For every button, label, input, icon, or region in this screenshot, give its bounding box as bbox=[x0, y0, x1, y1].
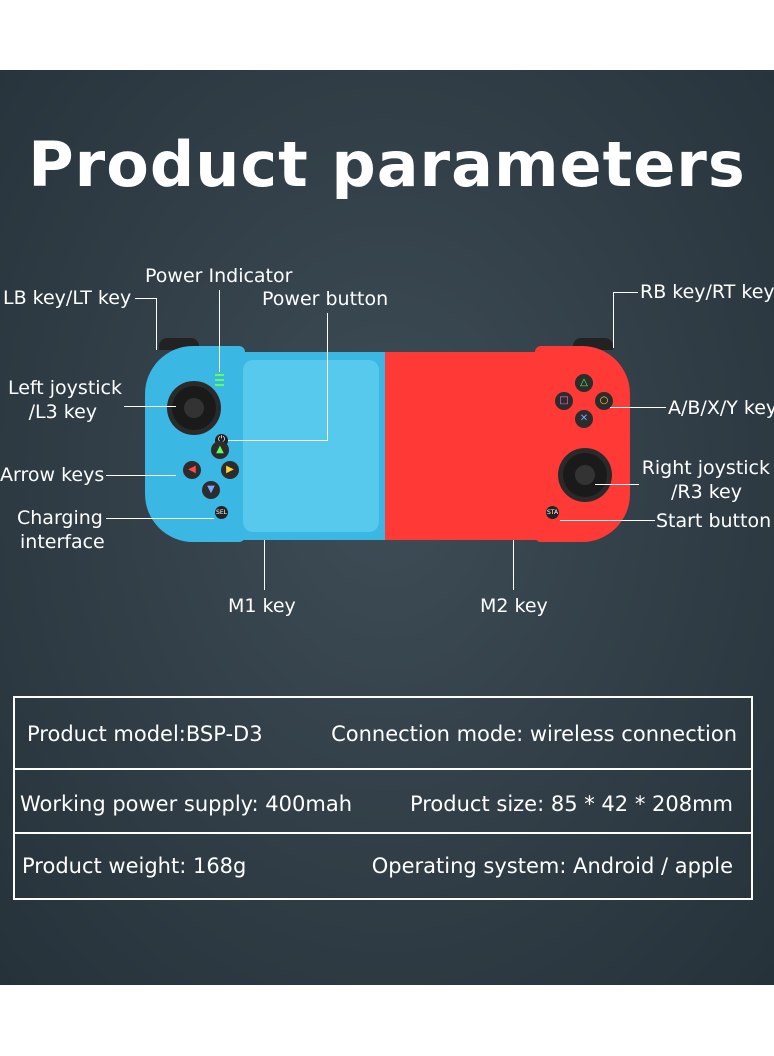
button-y: ✕ bbox=[575, 410, 593, 428]
power-indicator-led bbox=[215, 379, 224, 381]
table-row: Product weight: 168g Operating system: A… bbox=[15, 834, 751, 898]
sta-button: STA bbox=[546, 506, 559, 519]
spec-table: Product model:BSP-D3 Connection mode: wi… bbox=[13, 696, 753, 900]
phone-holder bbox=[243, 360, 379, 532]
spec-connection-mode: Connection mode: wireless connection bbox=[331, 722, 737, 746]
callout-arrow-keys: Arrow keys bbox=[0, 464, 105, 486]
callout-line bbox=[106, 475, 176, 476]
callout-right-joystick: Right joystick bbox=[641, 457, 770, 479]
dpad-right: ▶ bbox=[221, 461, 239, 479]
callout-rb-key: RB key/RT key bbox=[640, 281, 774, 303]
spec-product-weight: Product weight: 168g bbox=[22, 854, 247, 878]
table-divider bbox=[15, 832, 751, 834]
spec-power-supply: Working power supply: 400mah bbox=[20, 792, 353, 816]
spec-operating-system: Operating system: Android / apple bbox=[371, 854, 733, 878]
table-divider bbox=[15, 768, 751, 770]
power-indicator-led bbox=[215, 374, 224, 376]
page-title: Product parameters bbox=[28, 128, 746, 201]
callout-r3-key: /R3 key bbox=[671, 481, 742, 503]
callout-left-joystick: Left joystick bbox=[7, 377, 122, 399]
power-indicator-led bbox=[215, 384, 224, 386]
right-joystick bbox=[563, 453, 607, 497]
callout-power-indicator: Power Indicator bbox=[145, 265, 293, 287]
dpad-up: ▲ bbox=[211, 441, 229, 459]
callout-line bbox=[513, 540, 514, 590]
callout-line bbox=[327, 313, 328, 441]
callout-line bbox=[228, 440, 328, 441]
table-row: Product model:BSP-D3 Connection mode: wi… bbox=[15, 702, 751, 766]
gamepad-controller: ⏻ ◀ ▲ ▼ ▶ SEL △ □ ○ ✕ STA bbox=[145, 338, 630, 546]
callout-line bbox=[560, 520, 655, 521]
spec-product-size: Product size: 85 * 42 * 208mm bbox=[409, 792, 733, 816]
callout-line bbox=[106, 518, 214, 519]
callout-line bbox=[219, 290, 220, 372]
table-row: Working power supply: 400mah Product siz… bbox=[15, 772, 751, 836]
button-b: ○ bbox=[595, 392, 613, 410]
button-x: □ bbox=[555, 392, 573, 410]
left-grip bbox=[145, 346, 245, 542]
callout-charging: Charging bbox=[17, 507, 103, 529]
callout-lb-key: LB key/LT key bbox=[3, 287, 132, 309]
callout-line bbox=[156, 298, 157, 350]
callout-m1-key: M1 key bbox=[228, 595, 296, 617]
right-bridge bbox=[385, 352, 545, 540]
left-joystick bbox=[172, 386, 216, 430]
callout-line bbox=[595, 484, 639, 485]
callout-line bbox=[613, 292, 638, 293]
callout-line bbox=[135, 298, 157, 299]
callout-line bbox=[613, 292, 614, 348]
callout-interface: interface bbox=[20, 531, 105, 553]
button-a: △ bbox=[575, 374, 593, 392]
spec-product-model: Product model:BSP-D3 bbox=[27, 722, 263, 746]
dpad-left: ◀ bbox=[183, 461, 201, 479]
callout-m2-key: M2 key bbox=[480, 595, 548, 617]
callout-l3-key: /L3 key bbox=[28, 401, 97, 423]
callout-power-button: Power button bbox=[262, 288, 389, 310]
callout-line bbox=[264, 540, 265, 590]
callout-line bbox=[124, 406, 176, 407]
dpad-down: ▼ bbox=[202, 481, 220, 499]
product-panel: Product parameters ⏻ ◀ ▲ ▼ ▶ SEL △ □ ○ ✕ bbox=[0, 70, 774, 985]
callout-line bbox=[610, 407, 666, 408]
callout-abxy-key: A/B/X/Y key bbox=[668, 397, 774, 419]
sel-button: SEL bbox=[215, 506, 228, 519]
callout-start-button: Start button bbox=[656, 510, 772, 532]
dpad-center bbox=[203, 461, 221, 479]
